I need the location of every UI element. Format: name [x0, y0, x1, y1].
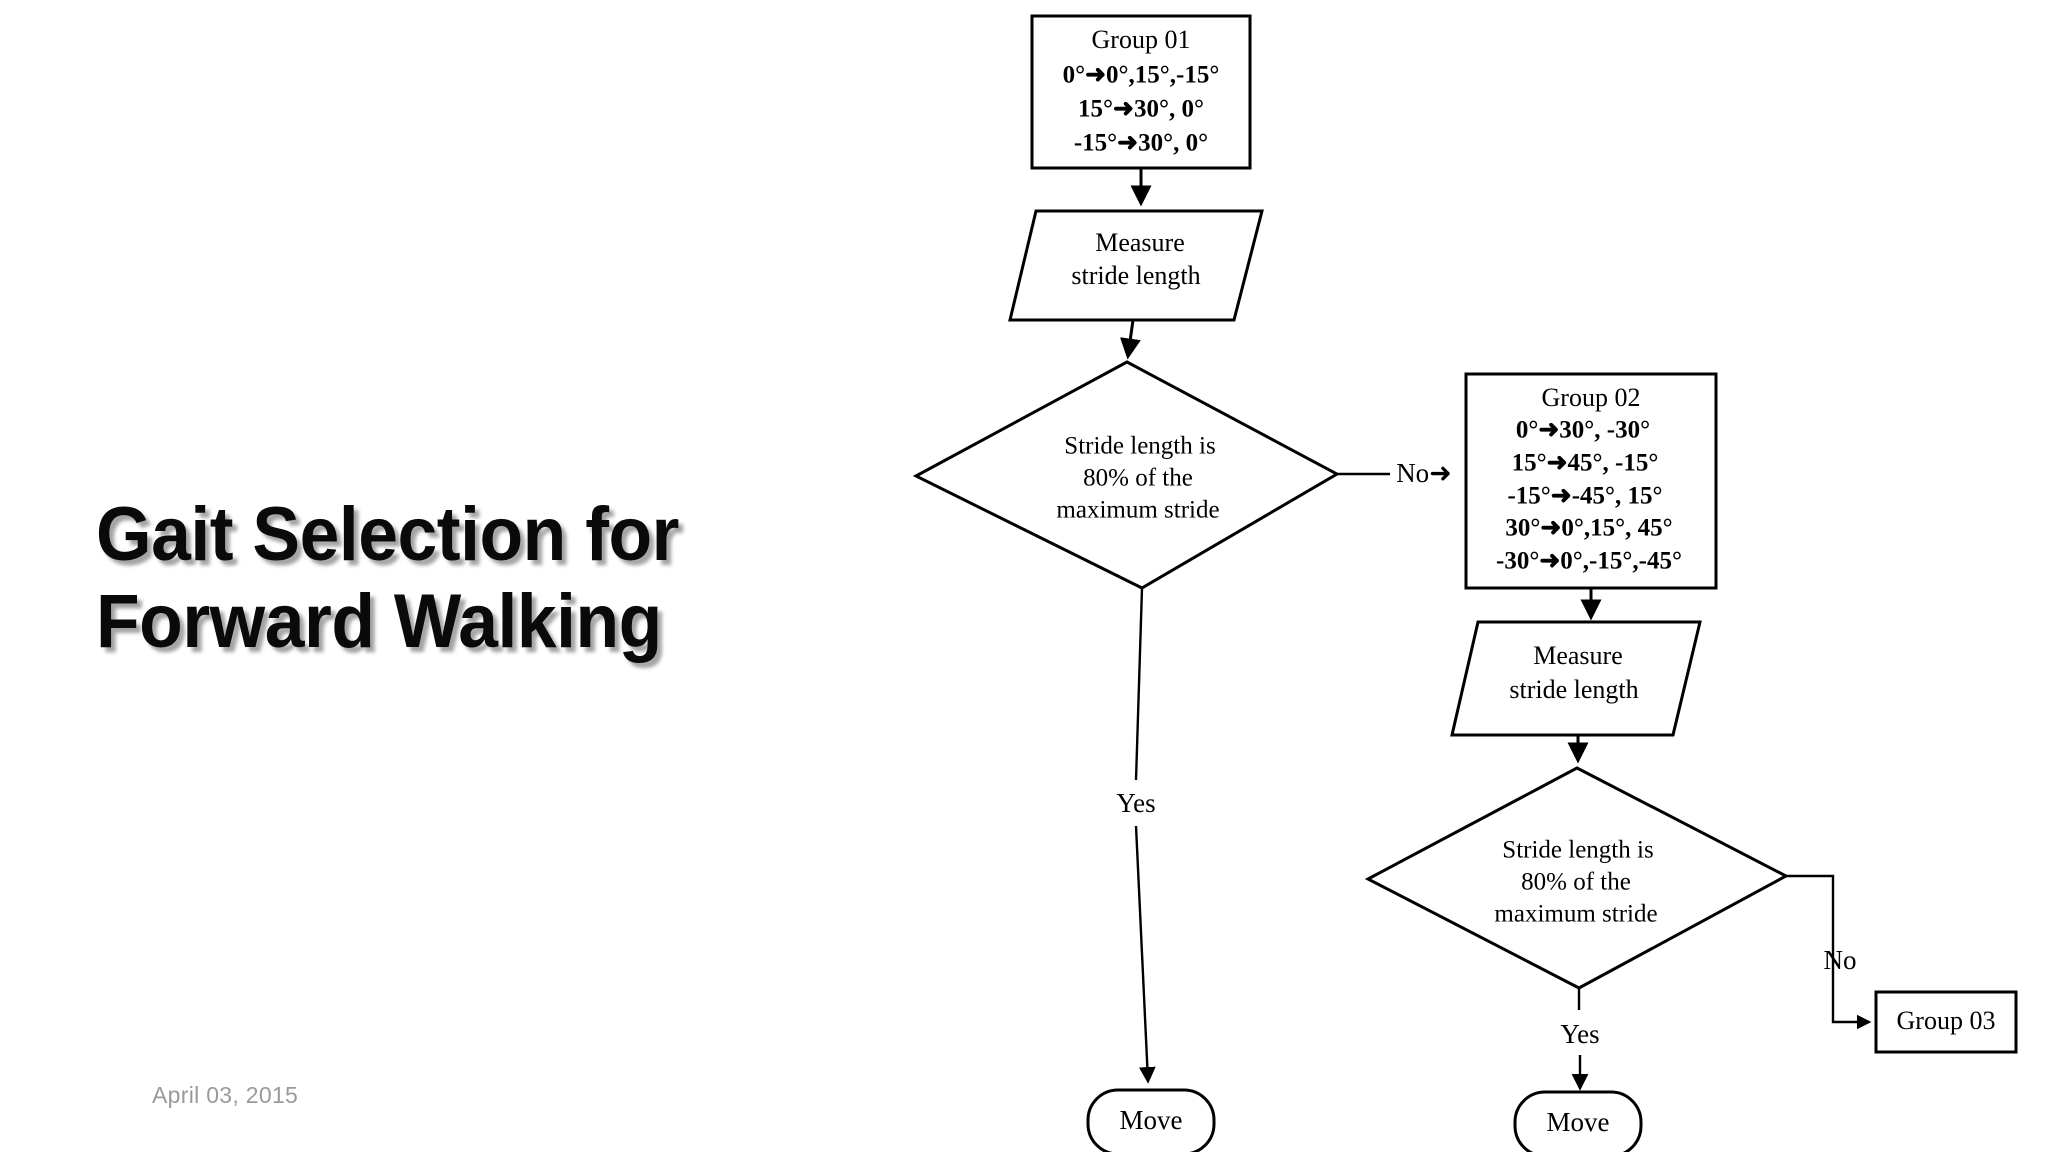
group-02-line-2: 15°➜45°, -15° — [1512, 450, 1659, 477]
page-title: Gait Selection for Forward Walking — [96, 492, 680, 664]
node-decision-right[interactable]: Stride length is 80% of the maximum stri… — [1364, 766, 1790, 990]
edge-label-no-to-group03: No — [1824, 945, 1857, 975]
terminal-left-shape — [1086, 1088, 1216, 1152]
decision-right-line-2: 80% of the — [1521, 869, 1631, 896]
group-01-line-1: 0°➜0°,15°,-15° — [1063, 62, 1220, 89]
edge-label-yes-left: Yes — [1116, 788, 1155, 818]
group-02-line-1: 0°➜30°, -30° — [1516, 417, 1650, 444]
group-02-heading: Group 02 — [1542, 383, 1641, 412]
connector-decision-left-yes-lower — [1134, 825, 1156, 1084]
edge-label-yes-right: Yes — [1560, 1019, 1599, 1049]
measure-left-line-1: Measure — [1095, 228, 1185, 257]
node-group-02[interactable]: Group 02 0°➜30°, -30° 15°➜45°, -15° -15°… — [1464, 372, 1718, 590]
measure-right-shape — [1450, 620, 1702, 737]
node-decision-left[interactable]: Stride length is 80% of the maximum stri… — [912, 360, 1341, 590]
measure-left-shape — [1008, 209, 1264, 322]
terminal-right-label: Move — [1547, 1107, 1610, 1137]
edge-label-no-to-group02: No➜ — [1396, 458, 1452, 488]
group-03-label: Group 03 — [1897, 1006, 1996, 1035]
decision-left-line-2: 80% of the — [1083, 465, 1193, 492]
measure-left-line-2: stride length — [1071, 261, 1200, 290]
group-01-line-2: 15°➜30°, 0° — [1078, 96, 1204, 123]
node-terminal-left[interactable]: Move — [1086, 1088, 1216, 1152]
node-group-01[interactable]: Group 01 0°➜0°,15°,-15° 15°➜30°, 0° -15°… — [1030, 14, 1252, 170]
decision-left-line-3: maximum stride — [1056, 497, 1219, 524]
node-terminal-right[interactable]: Move — [1513, 1090, 1643, 1152]
measure-right-line-2: stride length — [1509, 675, 1638, 704]
group-02-line-4: 30°➜0°,15°, 45° — [1505, 515, 1672, 542]
connector-decision-right-no — [1786, 874, 1872, 1030]
group-03-box — [1874, 990, 2018, 1054]
group-02-box — [1464, 372, 1718, 590]
node-group-03[interactable]: Group 03 — [1874, 990, 2018, 1054]
group-01-line-3: -15°➜30°, 0° — [1074, 130, 1208, 157]
terminal-left-label: Move — [1120, 1105, 1183, 1135]
connector-measure-left-to-decision-left — [1120, 319, 1141, 360]
terminal-right-shape — [1513, 1090, 1643, 1152]
decision-left-line-1: Stride length is — [1064, 433, 1215, 460]
group-01-box — [1030, 14, 1252, 170]
decision-right-line-3: maximum stride — [1494, 901, 1657, 928]
group-01-heading: Group 01 — [1092, 25, 1191, 54]
slide-date: April 03, 2015 — [152, 1082, 299, 1108]
group-02-line-3: -15°➜-45°, 15° — [1507, 483, 1662, 510]
group-02-line-5: -30°➜0°,-15°,-45° — [1496, 548, 1682, 575]
connector-decision-left-yes-upper — [1134, 587, 1144, 781]
title-block: Gait Selection for Forward Walking — [96, 492, 856, 665]
measure-right-line-1: Measure — [1533, 641, 1623, 670]
node-measure-left[interactable]: Measure stride length — [1008, 209, 1264, 322]
node-measure-right[interactable]: Measure stride length — [1450, 620, 1702, 737]
decision-right-line-1: Stride length is — [1502, 837, 1653, 864]
